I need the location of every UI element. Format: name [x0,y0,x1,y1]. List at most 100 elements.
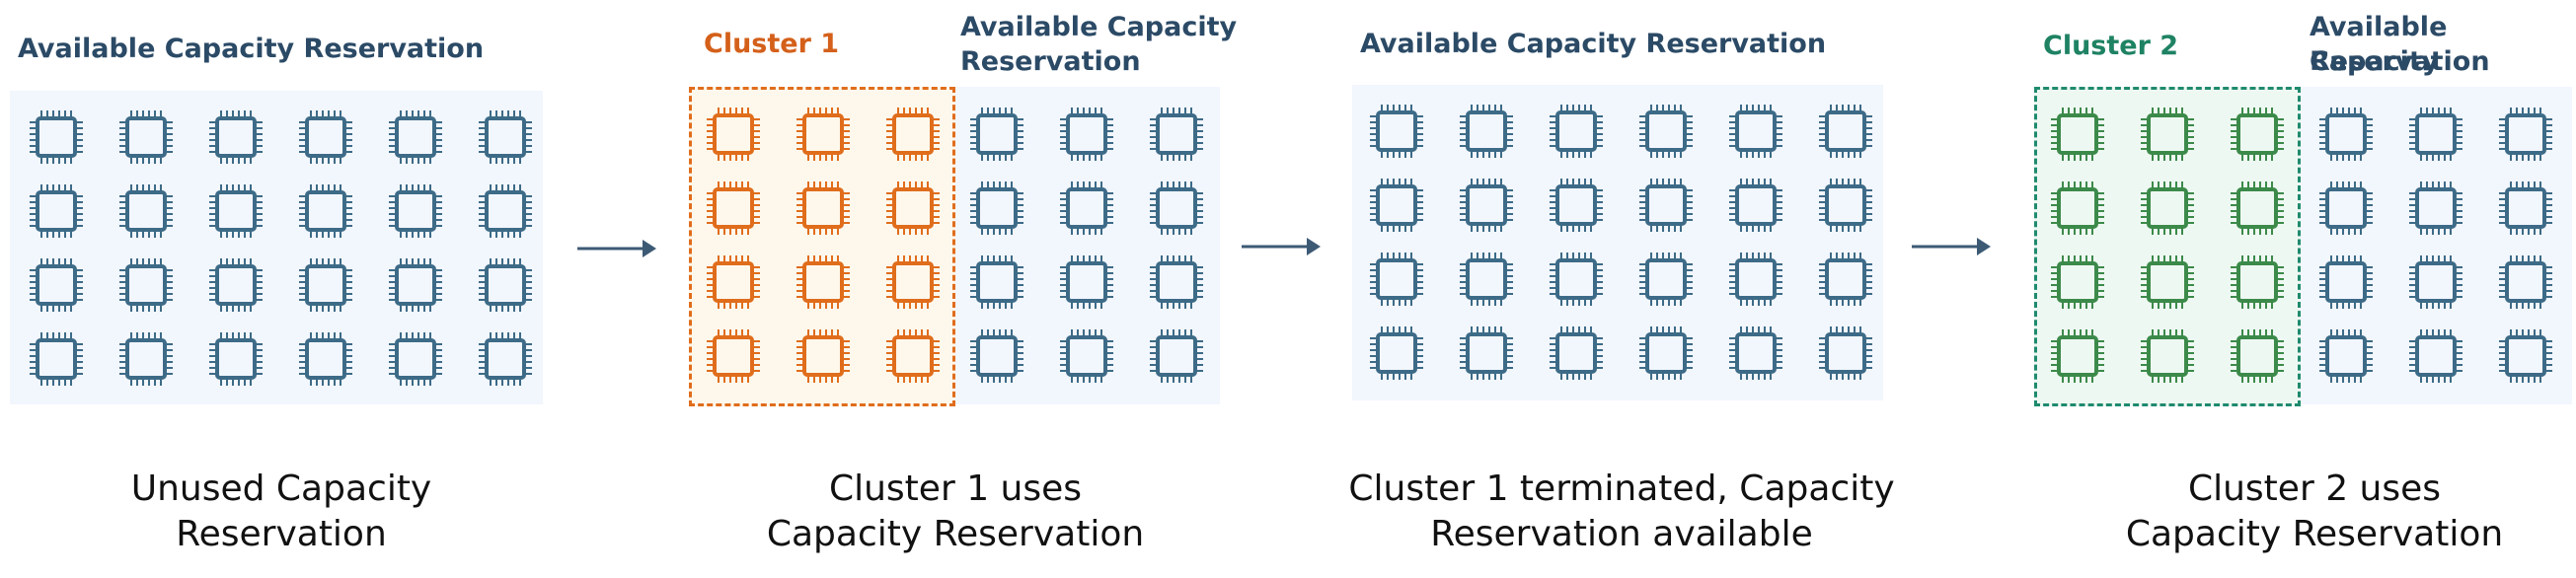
stage3-caption-line1: Cluster 1 terminated, Capacity [1348,469,1895,509]
cpu-chip-icon [1058,253,1115,311]
cpu-chip-icon [1817,103,1874,160]
cpu-chip-icon [1148,106,1205,163]
cpu-chip-icon [795,106,852,163]
cpu-chip-icon [477,182,534,240]
cpu-chip-icon [884,327,942,385]
cpu-chip-icon [705,106,762,163]
cpu-chip-icon [2407,327,2464,385]
stage3-caption: Cluster 1 terminated, Capacity Reservati… [1306,467,1937,557]
cpu-chip-icon [1148,180,1205,237]
cpu-chip-icon [1727,177,1784,234]
cpu-chip-icon [1637,325,1695,382]
cpu-chip-icon [2497,106,2554,163]
cpu-chip-icon [968,327,1025,385]
cpu-chip-icon [1458,325,1515,382]
cpu-chip-icon [1458,103,1515,160]
cpu-chip-icon [2317,327,2375,385]
cpu-chip-icon [2229,180,2286,237]
cpu-chip-icon [1368,251,1425,308]
stage2-caption-line2: Capacity Reservation [766,514,1145,554]
cpu-chip-icon [2229,253,2286,311]
cpu-chip-icon [968,253,1025,311]
cpu-chip-icon [1637,251,1695,308]
cpu-chip-icon [28,182,85,240]
stage3-caption-line2: Reservation available [1430,514,1813,554]
cpu-chip-icon [795,180,852,237]
arrow-right-icon [1242,238,1321,255]
cpu-chip-icon [968,180,1025,237]
cpu-chip-icon [1368,325,1425,382]
cpu-chip-icon [1148,327,1205,385]
cpu-chip-icon [28,108,85,166]
cpu-chip-icon [2407,253,2464,311]
cpu-chip-icon [1548,177,1605,234]
cpu-chip-icon [117,182,175,240]
cpu-chip-icon [387,330,444,388]
cpu-chip-icon [2139,327,2196,385]
cpu-chip-icon [117,108,175,166]
stage4-caption-line1: Cluster 2 uses [2187,469,2442,509]
cpu-chip-icon [117,256,175,314]
cpu-chip-icon [477,256,534,314]
cpu-chip-icon [2139,106,2196,163]
cpu-chip-icon [2049,180,2106,237]
cpu-chip-icon [705,253,762,311]
cpu-chip-icon [387,256,444,314]
cpu-chip-icon [2049,106,2106,163]
cpu-chip-icon [2497,180,2554,237]
cpu-chip-icon [477,330,534,388]
cpu-chip-icon [1548,251,1605,308]
cluster1-box [689,87,955,406]
stage4-caption-line2: Capacity Reservation [2125,514,2504,554]
stage2-available-label-line2: Reservation [960,46,1141,77]
cpu-chip-icon [2139,253,2196,311]
cpu-chip-icon [1817,177,1874,234]
cpu-chip-icon [2049,327,2106,385]
cpu-chip-icon [207,108,265,166]
stage1-caption-line1: Unused Capacity [130,469,432,509]
stage4-caption: Cluster 2 uses Capacity Reservation [1999,467,2576,557]
cpu-chip-icon [2317,253,2375,311]
cpu-chip-icon [2497,253,2554,311]
cpu-chip-icon [1148,253,1205,311]
cpu-chip-icon [297,108,354,166]
stage1-panel [10,91,543,404]
cpu-chip-icon [387,182,444,240]
cpu-chip-icon [1727,251,1784,308]
stage4-cluster-label: Cluster 2 [2043,31,2179,61]
cpu-chip-icon [2317,106,2375,163]
cpu-chip-icon [28,256,85,314]
cpu-chip-icon [795,253,852,311]
cpu-chip-icon [207,330,265,388]
cpu-chip-icon [1727,103,1784,160]
cpu-chip-icon [1637,177,1695,234]
arrow-right-icon [1912,238,1991,255]
stage1-available-label: Available Capacity Reservation [18,34,485,64]
stage2-cluster-label: Cluster 1 [704,29,840,59]
cpu-chip-icon [1727,325,1784,382]
cpu-chip-icon [2497,327,2554,385]
cpu-chip-icon [1058,327,1115,385]
cpu-chip-icon [207,182,265,240]
cpu-chip-icon [884,253,942,311]
cpu-chip-icon [884,180,942,237]
cpu-chip-icon [1817,325,1874,382]
cpu-chip-icon [1548,103,1605,160]
cpu-chip-icon [387,108,444,166]
cpu-chip-icon [2229,106,2286,163]
cpu-chip-icon [2407,106,2464,163]
cpu-chip-icon [2317,180,2375,237]
arrow-right-icon [577,240,656,257]
cpu-chip-icon [968,106,1025,163]
cpu-chip-icon [28,330,85,388]
cpu-chip-icon [2049,253,2106,311]
cpu-chip-icon [884,106,942,163]
cpu-chip-icon [297,256,354,314]
cpu-chip-icon [1368,103,1425,160]
cpu-chip-icon [477,108,534,166]
cpu-chip-icon [1817,251,1874,308]
cpu-chip-icon [705,180,762,237]
cpu-chip-icon [117,330,175,388]
cpu-chip-icon [1637,103,1695,160]
cpu-chip-icon [795,327,852,385]
